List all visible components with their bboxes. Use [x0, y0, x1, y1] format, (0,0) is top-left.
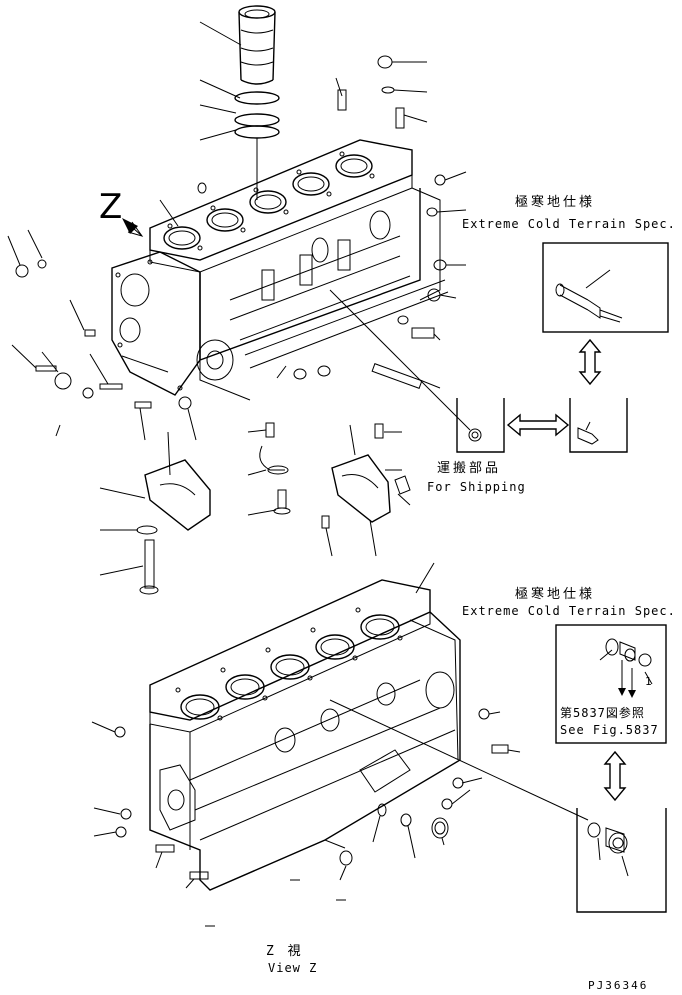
extreme-cold-top-box — [542, 242, 669, 333]
extreme-cold-top-title-jp: 極寒地仕様 — [515, 195, 596, 210]
cylinder-liner — [238, 5, 276, 85]
dowel-and-pins — [259, 55, 405, 515]
plug-box — [576, 808, 667, 913]
leader-lines-bottom — [91, 562, 589, 927]
view-z-label-jp: Z 視 — [266, 944, 304, 959]
extreme-cold-bottom-title-en: Extreme Cold Terrain Spec. — [462, 604, 676, 618]
bolts-and-plugs-bottom — [114, 708, 509, 880]
main-bearing-cap-left — [136, 459, 211, 595]
cylinder-block-top — [111, 139, 449, 401]
heater-box — [569, 398, 628, 453]
double-arrow-icon — [603, 750, 627, 802]
callout-number: 1 — [645, 675, 653, 688]
view-z-marker: Z — [99, 187, 123, 227]
main-bearing-cap-right — [321, 454, 411, 529]
cylinder-block-bottom — [149, 579, 461, 891]
view-arrow-icon — [122, 218, 144, 237]
view-z-label-en: View Z — [268, 961, 318, 975]
extreme-cold-top-title-en: Extreme Cold Terrain Spec. — [462, 217, 676, 231]
liner-o-rings — [234, 91, 280, 200]
drawing-number: PJ36346 — [588, 979, 649, 992]
double-arrow-icon — [506, 338, 602, 437]
extreme-cold-bottom-box — [555, 624, 667, 744]
extreme-cold-bottom-title-jp: 極寒地仕様 — [515, 587, 596, 602]
figure-reference-jp: 第5837図参照 — [560, 706, 645, 720]
leader-lines-top — [7, 21, 467, 576]
shipping-title-en: For Shipping — [427, 480, 526, 494]
figure-reference-en: See Fig.5837 — [560, 723, 659, 737]
shipping-title-jp: 運搬部品 — [437, 461, 502, 476]
shipping-box — [329, 289, 505, 453]
